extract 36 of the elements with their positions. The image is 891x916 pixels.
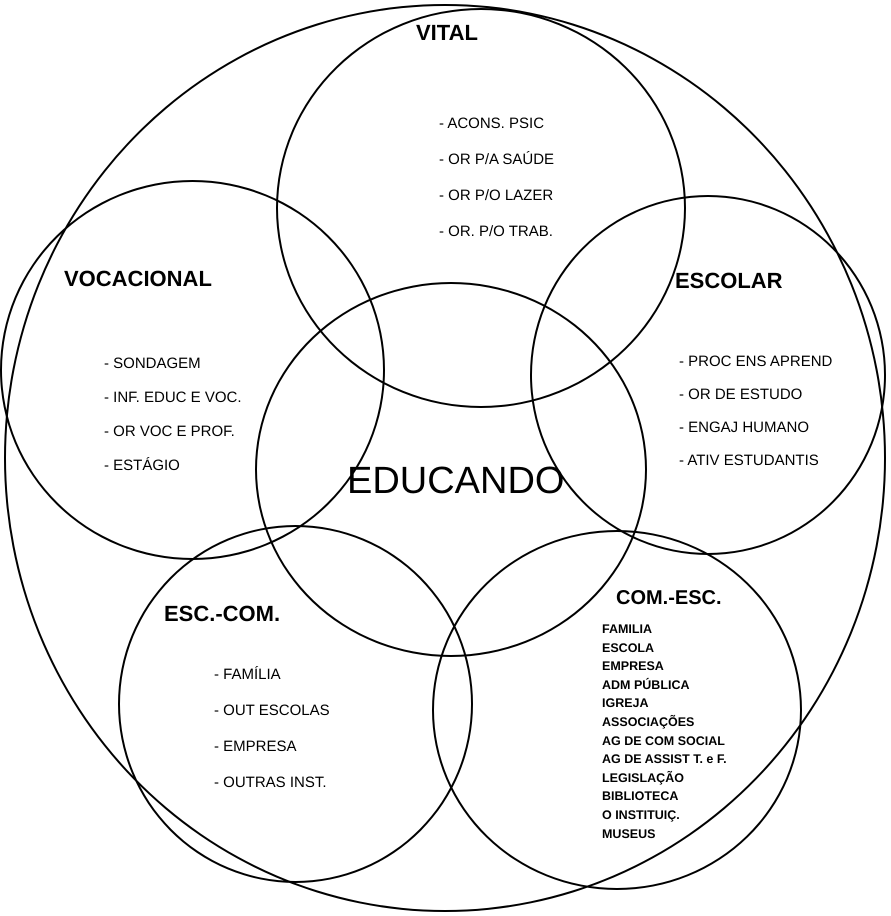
list-item: - INF. EDUC E VOC.: [104, 390, 242, 406]
list-item: - OUT ESCOLAS: [214, 703, 330, 720]
list-item: - OUTRAS INST.: [214, 775, 327, 792]
list-item: AG DE COM SOCIAL: [602, 734, 725, 748]
circle-outline: [118, 524, 472, 882]
circle-heading: VITAL: [416, 21, 478, 46]
list-item: - OR DE ESTUDO: [679, 387, 802, 404]
list-item: - ACONS. PSIC: [439, 116, 544, 132]
list-item: - PROC ENS APREND: [679, 354, 832, 370]
circle-heading: ESC.-COM.: [164, 602, 280, 626]
circle-heading: COM.-ESC.: [616, 587, 722, 609]
list-item: - OR. P/O TRAB.: [439, 224, 553, 240]
list-item: AG DE ASSIST T. e F.: [602, 753, 727, 767]
list-item: EMPRESA: [602, 660, 664, 674]
list-item: - OR P/A SAÚDE: [439, 152, 554, 168]
list-item: ASSOCIAÇÕES: [602, 716, 694, 730]
list-item: MUSEUS: [602, 828, 656, 842]
list-item: - ATIV ESTUDANTIS: [679, 453, 819, 470]
list-item: ADM PÚBLICA: [602, 678, 690, 693]
list-item: IGREJA: [602, 697, 649, 712]
circle-heading: EDUCANDO: [347, 461, 564, 503]
list-item: - FAMÍLIA: [214, 667, 281, 684]
list-item: LEGISLAÇÃO: [602, 772, 684, 786]
list-item: - EMPRESA: [214, 739, 297, 756]
list-item: O INSTITUIÇ.: [602, 809, 680, 823]
list-item: FAMILIA: [602, 623, 652, 637]
circle-heading: ESCOLAR: [675, 269, 783, 294]
list-item: - ENGAJ HUMANO: [679, 420, 810, 436]
circle-outline: [432, 530, 802, 890]
list-item: - ESTÁGIO: [104, 458, 180, 474]
list-item: ESCOLA: [602, 642, 654, 656]
list-item: - SONDAGEM: [104, 356, 201, 372]
list-item: - OR VOC E PROF.: [104, 424, 235, 440]
list-item: - OR P/O LAZER: [439, 188, 554, 204]
circle-heading: VOCACIONAL: [64, 267, 212, 292]
list-item: BIBLIOTECA: [602, 790, 678, 804]
